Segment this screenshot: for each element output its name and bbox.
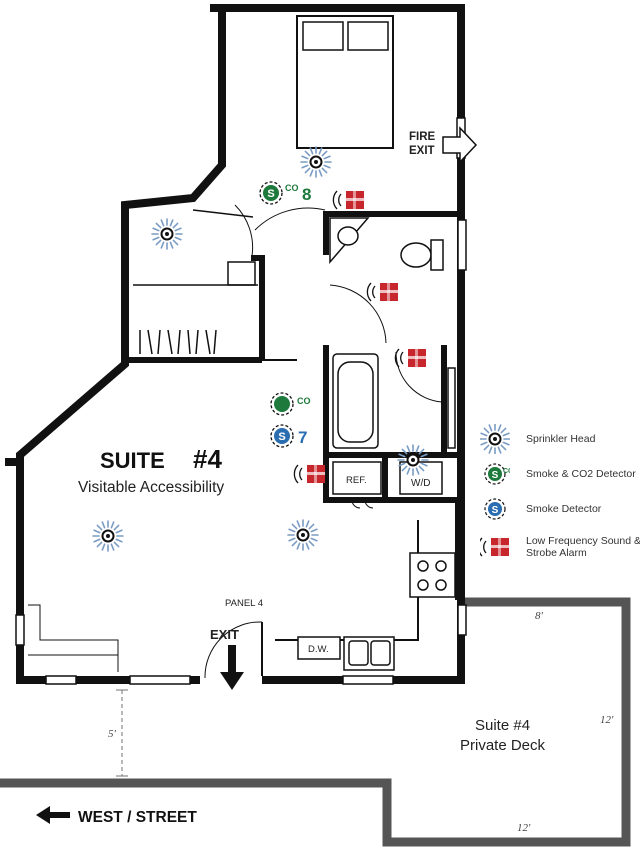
strobe-alarm-icon (366, 282, 399, 302)
svg-text:CO: CO (285, 183, 299, 193)
dishwasher-label: D.W. (308, 644, 329, 655)
svg-text:S: S (267, 188, 274, 200)
svg-text:S: S (492, 505, 499, 516)
deck-dimension-side: 12' (600, 714, 614, 726)
street-arrow-icon (36, 806, 70, 824)
svg-text:S: S (492, 470, 499, 481)
dishwasher (297, 636, 341, 660)
legend-item: Sprinkler Head (480, 424, 595, 454)
refrigerator (332, 461, 382, 495)
svg-text:CO: CO (297, 396, 311, 406)
legend-item: S Smoke Detector (480, 494, 601, 524)
legend-item: Low Frequency Sound & Strobe Alarm (480, 532, 640, 562)
bedroom-detector-number: 8 (302, 185, 311, 204)
smoke-co2-detector-icon: S CO (259, 181, 299, 205)
exit-arrow-icon (220, 645, 244, 690)
stove (409, 552, 456, 598)
deck-label-1: Suite #4 (475, 717, 530, 734)
deck-dimension-top: 8' (535, 610, 544, 622)
fire-exit-label-1: FIRE (409, 131, 436, 143)
strobe-alarm-icon (293, 464, 326, 484)
refrigerator-label: REF. (346, 475, 367, 486)
deck-dimension-bottom: 12' (517, 822, 531, 834)
svg-text:S: S (278, 431, 285, 443)
svg-text:CO: CO (503, 468, 510, 475)
legend-item: S CO Smoke & CO2 Detector (480, 459, 636, 489)
deck-wall (0, 597, 631, 847)
sprinkler-head-icon (300, 146, 332, 178)
suite-title: SUITE (100, 448, 165, 473)
street-label: WEST / STREET (78, 809, 197, 826)
bathroom-wall (323, 211, 461, 255)
fire-exit-label-2: EXIT (409, 145, 435, 157)
fire-exit-arrow (442, 126, 478, 164)
smoke-detector-icon: S (480, 494, 510, 524)
strobe-alarm-icon (480, 532, 510, 562)
sprinkler-head-icon (92, 520, 124, 552)
exterior-wall (210, 4, 465, 684)
legend-label: Low Frequency Sound & Strobe Alarm (526, 535, 640, 559)
deck-label-2: Private Deck (460, 737, 546, 754)
closet-shelf (133, 261, 258, 355)
washer-dryer-label: W/D (411, 478, 430, 489)
strobe-alarm-icon (394, 348, 427, 368)
sprinkler-head-icon (480, 424, 510, 454)
strobe-alarm-icon (332, 190, 365, 210)
sprinkler-head-icon (397, 444, 429, 476)
panel-label: PANEL 4 (225, 598, 263, 609)
suite-number: #4 (193, 444, 222, 474)
living-detector-number: 7 (298, 428, 307, 447)
exterior-wall-left (16, 8, 226, 684)
legend-label: Smoke Detector (526, 503, 602, 515)
suite-subtitle: Visitable Accessibility (78, 479, 224, 496)
exit-label: EXIT (210, 627, 239, 642)
co-detector-icon: CO (270, 392, 311, 416)
kitchen-counter (275, 520, 419, 641)
sprinkler-head-icon (151, 218, 183, 250)
legend-label: Sprinkler Head (526, 433, 596, 445)
bed (296, 15, 394, 149)
walkway-dimension: 5' (108, 728, 117, 740)
smoke-detector-icon: S (270, 424, 294, 448)
legend-label: Smoke & CO2 Detector (526, 468, 636, 480)
bathroom-fixtures (329, 217, 456, 449)
smoke-co2-detector-icon: S CO (480, 459, 510, 489)
sprinkler-head-icon (287, 519, 319, 551)
